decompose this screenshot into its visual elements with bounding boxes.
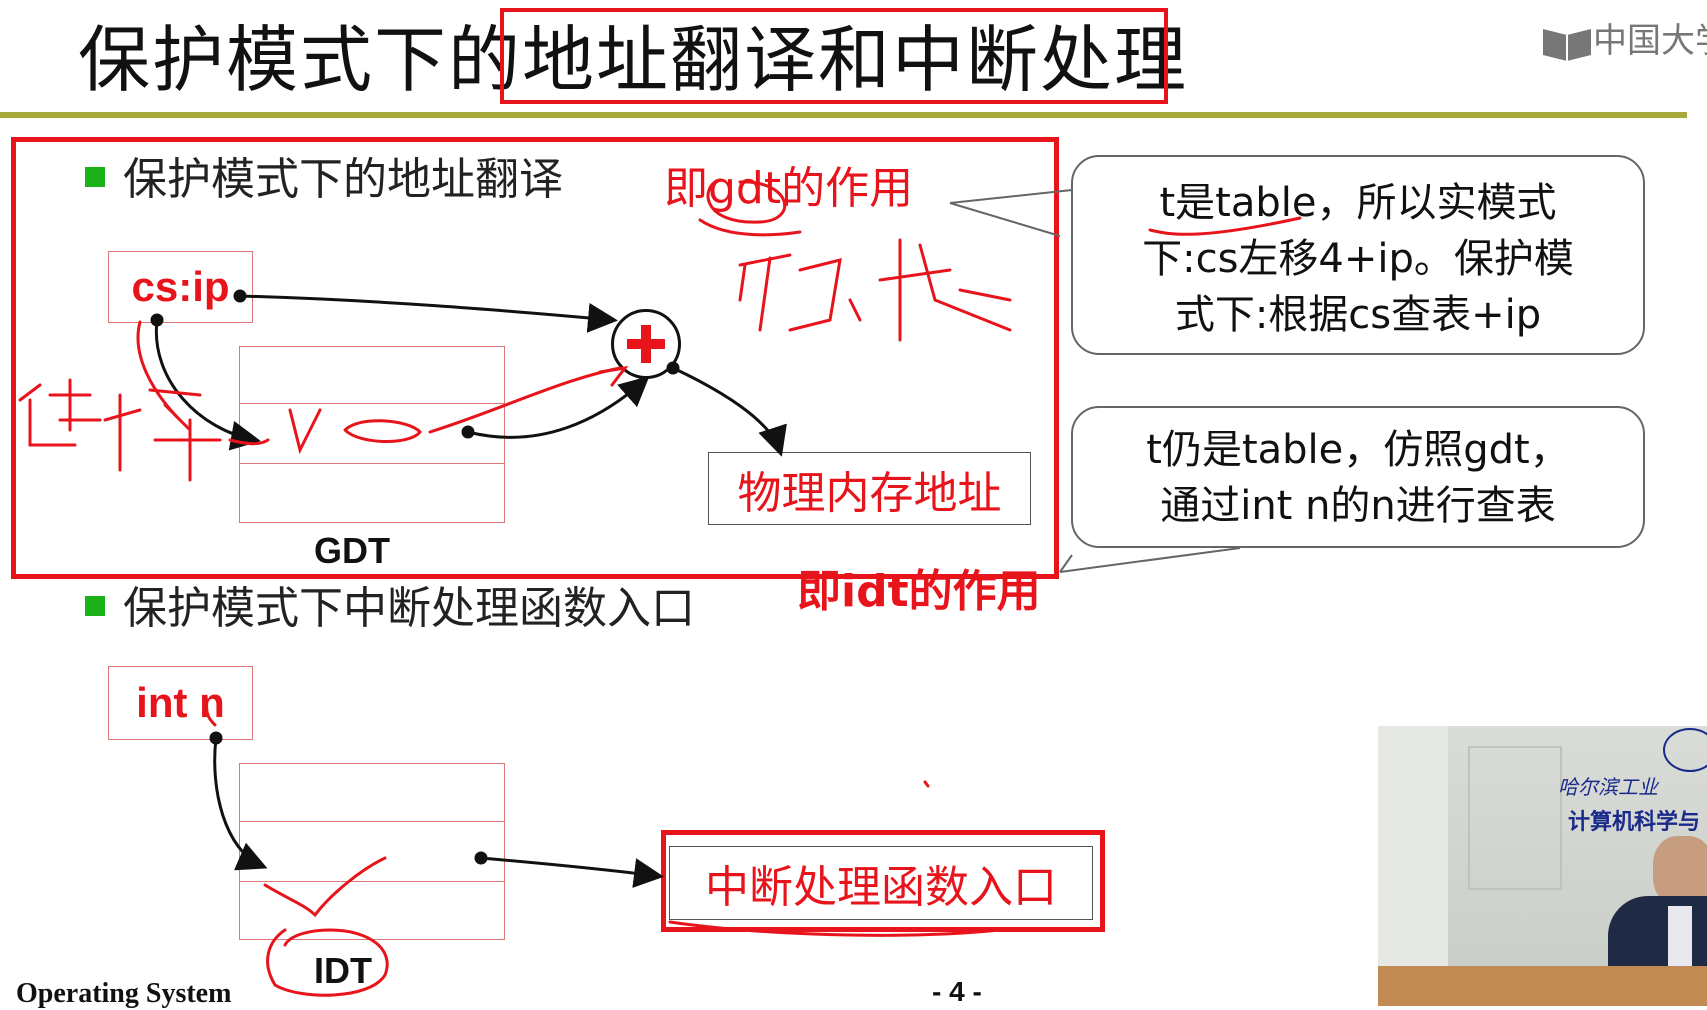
idt-caption: IDT bbox=[314, 950, 372, 991]
bullet-text: 保护模式下中断处理函数入口 bbox=[123, 583, 695, 634]
idt-arrows bbox=[209, 731, 664, 888]
callout-line: t仍是table，仿照gdt， bbox=[1146, 427, 1570, 473]
interrupt-box: int n bbox=[108, 666, 253, 740]
callout-line: 通过int n的n进行查表 bbox=[1160, 483, 1556, 529]
page-number: - 4 - bbox=[932, 976, 982, 1007]
handler-entry-box: 中断处理函数入口 bbox=[669, 846, 1093, 920]
gdt-annotation: 即gdt的作用 bbox=[664, 163, 914, 214]
lecturer-video: 哈尔滨工业 计算机科学与 bbox=[1378, 726, 1707, 1006]
callout-line: 下:cs左移4+ip。保护模 bbox=[1142, 236, 1574, 282]
gdt-highlight-box bbox=[11, 137, 1059, 579]
title-highlight-box bbox=[500, 8, 1168, 104]
callout-line: t是table，所以实模式 bbox=[1159, 180, 1557, 226]
seal-icon bbox=[1663, 728, 1707, 772]
footer-course: Operating System bbox=[16, 978, 232, 1009]
callout-pointers bbox=[949, 189, 1241, 573]
logo: 中国大学 bbox=[1541, 18, 1707, 64]
handwriting bbox=[18, 178, 1302, 997]
logo-text: 中国大学 bbox=[1593, 21, 1707, 61]
title-rule bbox=[0, 112, 1687, 118]
mooc-logo-icon bbox=[1541, 25, 1593, 61]
video-sign: 哈尔滨工业 bbox=[1558, 775, 1658, 799]
selector-box: cs:ip bbox=[108, 251, 253, 323]
callout-line: 式下:根据cs查表+ip bbox=[1174, 292, 1542, 338]
video-sign: 计算机科学与 bbox=[1568, 810, 1701, 835]
gdt-arrows bbox=[150, 289, 787, 457]
bullet-text: 保护模式下的地址翻译 bbox=[123, 154, 563, 205]
callout-idt: t仍是table，仿照gdt， 通过int n的n进行查表 bbox=[1071, 406, 1645, 548]
idt-annotation: 即idt的作用 bbox=[797, 566, 1041, 617]
callout-real-mode: t是table，所以实模式 下:cs左移4+ip。保护模 式下:根据cs查表+i… bbox=[1071, 155, 1645, 355]
bullet-icon bbox=[85, 596, 105, 616]
gdt-caption: GDT bbox=[314, 530, 390, 571]
physical-address-box: 物理内存地址 bbox=[708, 452, 1031, 525]
slide-title: 保护模式下的地址翻译和中断处理 bbox=[78, 18, 1189, 102]
bullet-icon bbox=[85, 167, 105, 187]
